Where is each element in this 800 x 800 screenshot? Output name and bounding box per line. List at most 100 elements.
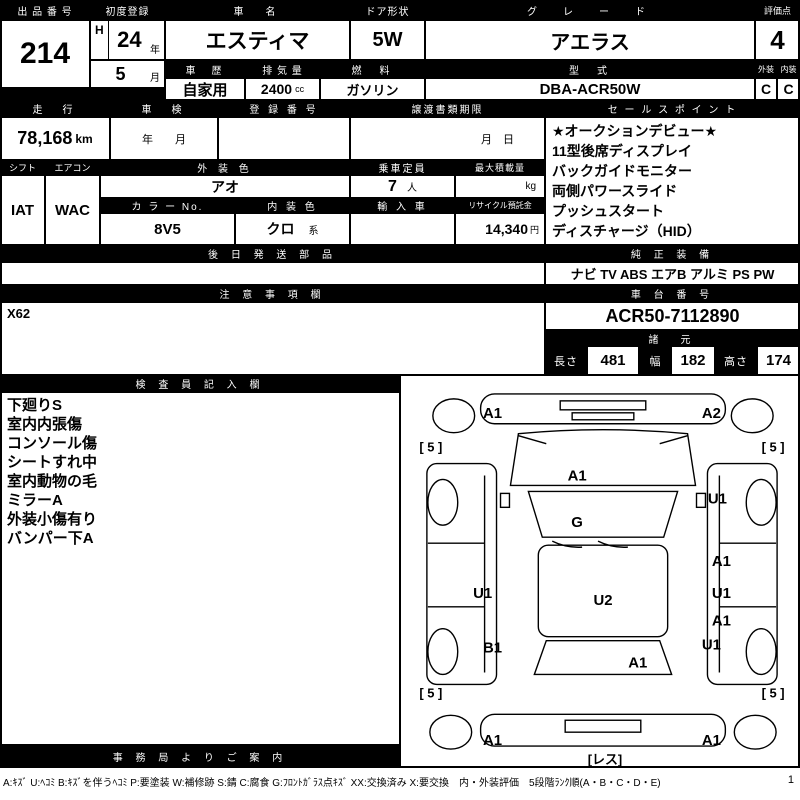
later-parts-value xyxy=(0,262,545,285)
capacity-value: 7 xyxy=(388,177,397,195)
inspector-note-line: 室内動物の毛 xyxy=(7,473,98,490)
damage-marker: A1 xyxy=(568,467,587,484)
door-shape-header: ドア形状 xyxy=(350,0,425,20)
exterior-grade-value: C xyxy=(755,78,777,100)
max-load-header: 最大積載量 xyxy=(455,160,545,175)
sales-points-cell: ★オークションデビュー★ 11型後席ディスプレイ バックガイドモニター 両側パワ… xyxy=(545,117,800,245)
capacity-unit: 人 xyxy=(406,183,417,194)
recycle-deposit-value: 14,340 xyxy=(485,221,528,237)
damage-marker: U1 xyxy=(712,585,731,602)
shift-value: IAT xyxy=(0,175,45,245)
hood xyxy=(509,429,697,487)
lot-number-header: 出 品 番 号 xyxy=(0,0,90,20)
right-side-panel xyxy=(706,462,778,686)
car-name-value: エスティマ xyxy=(165,20,350,60)
mileage-value-cell: 78,168 km xyxy=(0,117,110,160)
exterior-grade-header: 外装 xyxy=(755,60,777,78)
damage-marker: U1 xyxy=(702,637,721,654)
rear-left-tire xyxy=(429,714,473,750)
era-letter: H xyxy=(91,21,109,59)
model-code-header: 型 式 xyxy=(425,60,755,78)
first-reg-year-unit: 年 xyxy=(150,45,160,56)
damage-marker: U1 xyxy=(473,585,492,602)
equipment-value: ナビ TV ABS エアB アルミ PS PW xyxy=(545,262,800,285)
plate-less-marker: [レス] xyxy=(588,752,622,767)
height-header: 高さ xyxy=(715,346,757,375)
front-left-tire xyxy=(432,398,476,434)
first-reg-month-cell: 5 月 xyxy=(90,60,165,88)
grade-value: アエラス xyxy=(425,20,755,60)
later-parts-header: 後 日 発 送 部 品 xyxy=(0,245,545,262)
recycle-deposit-value-cell: 14,340 円 xyxy=(455,213,545,245)
inspector-note-line: 下廻りS xyxy=(7,397,63,414)
mirror-right xyxy=(695,492,707,509)
inspection-value: 年 月 xyxy=(110,117,218,160)
wiper-left xyxy=(551,540,583,548)
inspector-note-line: ミラーA xyxy=(7,492,63,509)
exterior-color-value: アオ xyxy=(100,175,350,198)
history-header: 車 歴 xyxy=(165,60,245,78)
damage-marker: A1 xyxy=(483,732,502,749)
score-value: 4 xyxy=(755,20,800,60)
inspector-note-line: シートすれ中 xyxy=(7,454,98,471)
damage-marker: U1 xyxy=(708,490,727,507)
length-header: 長さ xyxy=(545,346,587,375)
interior-grade-header: 内装 xyxy=(777,60,800,78)
specs-header: 諸 元 xyxy=(545,330,800,346)
registration-number-header: 登 録 番 号 xyxy=(218,100,350,117)
rear-bumper xyxy=(479,713,727,747)
first-reg-year: 24 xyxy=(117,27,142,52)
shift-header: シフト xyxy=(0,160,45,175)
aircon-header: エアコン xyxy=(45,160,100,175)
lot-number-value: 214 xyxy=(0,20,90,88)
sales-point-line: ★オークションデビュー★ xyxy=(552,123,718,139)
interior-color-header: 内 装 色 xyxy=(235,198,350,213)
registration-number-value xyxy=(218,117,350,160)
aircon-value: WAC xyxy=(45,175,100,245)
headlight-right xyxy=(659,435,688,445)
damage-marker: U2 xyxy=(593,592,612,609)
inspector-note-line: 室内内張傷 xyxy=(7,416,83,433)
tread-depth-marker: [ 5 ] xyxy=(419,440,442,455)
car-name-header: 車 名 xyxy=(165,0,350,20)
front-plate xyxy=(571,412,635,421)
front-right-tire xyxy=(730,398,774,434)
damage-markers: A1 A2 [ 5 ] [ 5 ] A1 U1 G A1 U1 U2 U1 A1… xyxy=(419,405,784,767)
max-load-unit: kg xyxy=(525,181,536,192)
separator-bar xyxy=(0,88,165,100)
inspector-note-line: コンソール傷 xyxy=(7,435,98,452)
first-registration-header: 初度登録 xyxy=(90,0,165,20)
transfer-deadline-value: 月 日 xyxy=(481,133,514,146)
color-number-value: 8V5 xyxy=(100,213,235,245)
damage-marker: A2 xyxy=(702,405,721,422)
capacity-header: 乗車定員 xyxy=(350,160,455,175)
page-number: 1 xyxy=(787,774,794,786)
damage-marker: A1 xyxy=(628,655,647,672)
capacity-value-cell: 7 人 xyxy=(350,175,455,198)
sales-point-line: 11型後席ディスプレイ xyxy=(552,143,692,159)
transfer-deadline-header: 譲渡書類期限 xyxy=(350,100,545,117)
front-grille xyxy=(559,400,647,411)
sales-point-line: バックガイドモニター xyxy=(552,163,692,179)
sales-point-line: プッシュスタート xyxy=(552,203,664,219)
displacement-header: 排 気 量 xyxy=(245,60,320,78)
rear-right-tire xyxy=(733,714,777,750)
inspector-note-line: バンパー下A xyxy=(7,530,94,547)
tread-depth-marker: [ 5 ] xyxy=(762,440,785,455)
model-code-value: DBA-ACR50W xyxy=(425,78,755,100)
width-header: 幅 xyxy=(639,346,671,375)
sales-point-line: 両側パワースライド xyxy=(552,183,678,199)
displacement-unit: cc xyxy=(295,84,305,94)
left-rear-wheel xyxy=(427,628,459,676)
rear-window xyxy=(533,639,673,676)
front-bumper xyxy=(479,393,727,425)
tread-depth-marker: [ 5 ] xyxy=(419,685,442,700)
headlight-left xyxy=(518,435,547,445)
damage-marker: A1 xyxy=(483,405,502,422)
width-value: 182 xyxy=(671,346,715,375)
equipment-header: 純 正 装 備 xyxy=(545,245,800,262)
max-load-value-cell: kg xyxy=(455,175,545,198)
inspector-notes-header: 検 査 員 記 入 欄 xyxy=(0,375,400,392)
chassis-number-value: ACR50-7112890 xyxy=(545,302,800,330)
